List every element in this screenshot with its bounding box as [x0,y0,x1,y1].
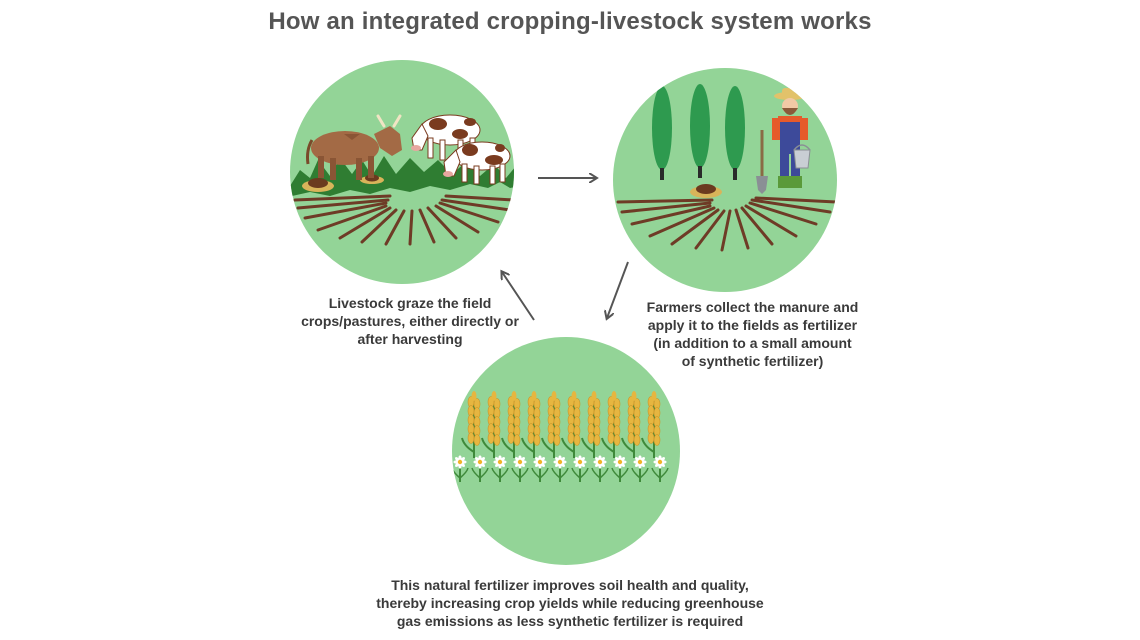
tree-icon [725,86,745,180]
wheat-icon [541,391,561,458]
daisy-icon [511,455,529,482]
field-furrows-icon [616,196,837,252]
caption-result: This natural fertilizer improves soil he… [376,577,764,629]
daisy-icon [631,455,649,482]
daisy-icon [471,455,489,482]
arrow-icon [502,272,535,321]
manure-icon [302,178,334,192]
wheat-icon [621,391,641,458]
caption-grazing: Livestock graze the field crops/pastures… [301,295,519,347]
cattle-icon [306,114,402,180]
wheat-icon [641,391,661,458]
daisy-icon [611,455,629,482]
wheat-icon [581,391,601,458]
wheat-icon [481,391,501,458]
daisy-icon [591,455,609,482]
crop-circle [452,337,680,565]
wheat-icon [501,391,521,458]
manure-icon [690,184,722,198]
cow-icon [443,141,511,185]
daisy-icon [491,455,509,482]
wheat-icon [601,391,621,458]
caption-manure: Farmers collect the manure and apply it … [646,299,859,369]
daisy-icon [571,455,589,482]
daisy-icon [651,455,669,482]
wheat-icon [521,391,541,458]
manure-collection-circle [613,68,837,292]
farmer-icon [756,88,811,194]
arrow-icon [607,261,629,318]
daisy-icon [531,455,549,482]
tree-icon [690,84,710,178]
daisy-icon [551,455,569,482]
field-furrows-icon [293,194,514,246]
wheat-icon [461,391,481,458]
tree-icon [652,86,672,180]
page-title: How an integrated cropping-livestock sys… [268,8,872,35]
wheat-icon [561,391,581,458]
grazing-circle [290,60,514,284]
